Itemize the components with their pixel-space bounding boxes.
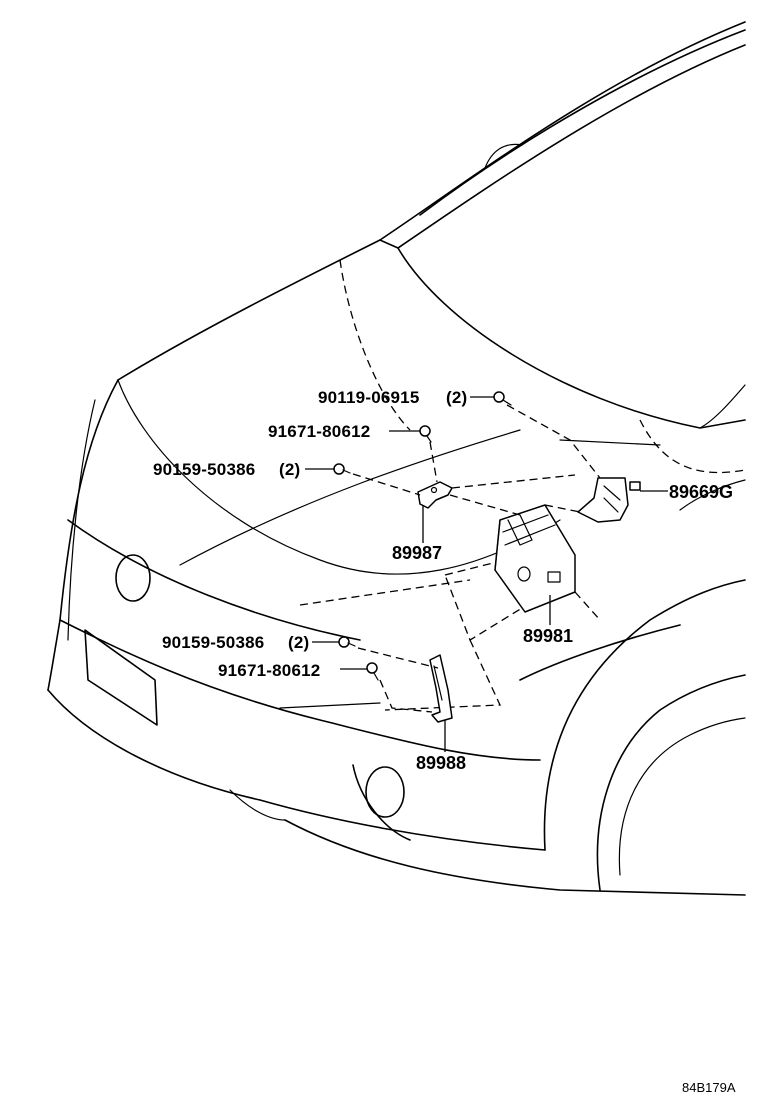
bracket-lower-icon bbox=[429, 654, 453, 723]
car-body-outline bbox=[47, 21, 746, 896]
label-screw-upper-number: 90159-50386 bbox=[153, 460, 255, 479]
label-ecu-number: 89981 bbox=[523, 626, 573, 646]
label-screw-lower-qty: (2) bbox=[288, 633, 309, 652]
label-bracket-upper-number: 89987 bbox=[392, 543, 442, 563]
label-bracket-lower-number: 89988 bbox=[416, 753, 466, 773]
label-screw-upper-qty: (2) bbox=[279, 460, 300, 479]
bolt-upper-icon bbox=[419, 425, 432, 443]
label-bolt-top-number: 90119-06915 bbox=[318, 388, 419, 407]
label-bolt-top-qty: (2) bbox=[446, 388, 467, 407]
diagram-reference-code: 84B179A bbox=[682, 1080, 736, 1095]
label-bolt-upper-number: 91671-80612 bbox=[268, 422, 370, 441]
label-screw-lower-number: 90159-50386 bbox=[162, 633, 264, 652]
leader-lines bbox=[305, 396, 668, 752]
part-labels: 90119-06915 (2) 91671-80612 90159-50386 … bbox=[153, 388, 736, 1095]
bolt-top-icon bbox=[493, 391, 512, 406]
assembly-lines bbox=[352, 404, 601, 713]
ecu-icon bbox=[494, 504, 576, 613]
bracket-upper-icon bbox=[417, 481, 453, 509]
bolt-lower-icon bbox=[366, 662, 379, 681]
bracket-right-icon bbox=[577, 477, 641, 523]
screw-upper-icon bbox=[333, 463, 351, 475]
label-bracket-right-number: 89669G bbox=[669, 482, 733, 502]
label-bolt-lower-number: 91671-80612 bbox=[218, 661, 320, 680]
